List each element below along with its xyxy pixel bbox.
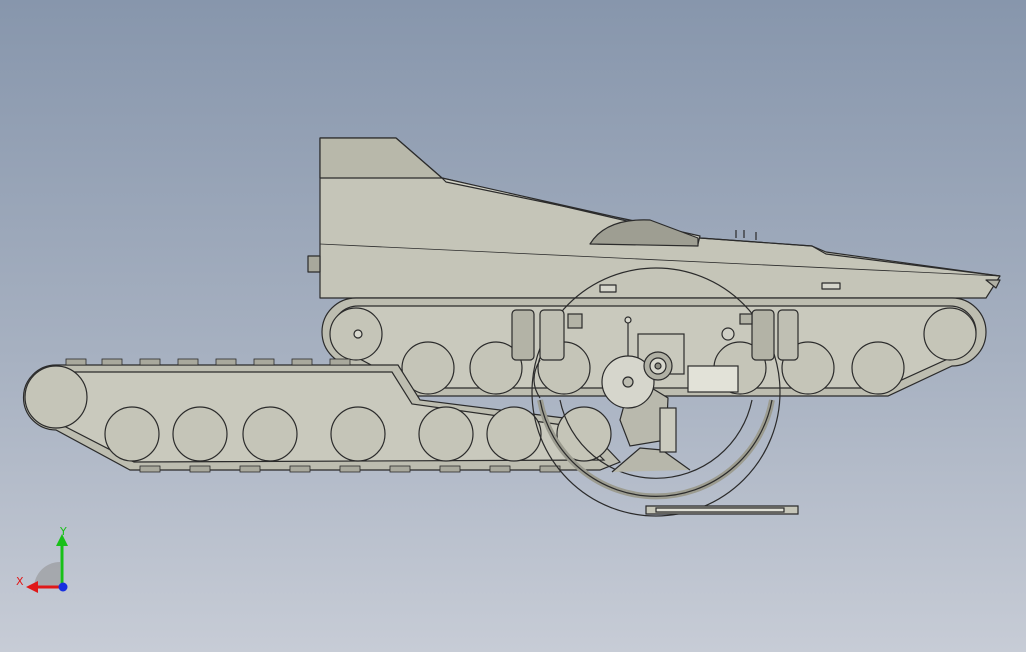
lower-road-wheel <box>486 406 542 462</box>
hull-stub <box>307 255 321 273</box>
hull-front-wedge <box>319 137 443 179</box>
lower-road-wheel <box>172 406 228 462</box>
lower-road-wheel <box>330 406 386 462</box>
triad-icon <box>26 534 68 593</box>
y-axis-label: Y <box>60 525 67 538</box>
hull-sponson-shade <box>589 219 699 247</box>
upper-road-wheel <box>469 341 523 395</box>
x-axis-label: X <box>16 575 24 588</box>
hull-antenna <box>735 230 757 240</box>
loose-plate <box>645 505 799 515</box>
upper-road-wheel <box>401 341 455 395</box>
spring-pack <box>751 309 775 361</box>
hull-rear-plate <box>699 237 1001 277</box>
spring-pack <box>511 309 535 361</box>
suspension-mechanism <box>511 309 799 453</box>
upper-road-wheel <box>851 341 905 395</box>
orientation-triad: Y X <box>14 525 78 600</box>
lower-track <box>22 358 622 473</box>
lower-road-wheel <box>242 406 298 462</box>
upper-idler-hub <box>353 329 363 339</box>
hull-end-hook <box>985 279 1001 289</box>
lower-road-wheel <box>104 406 160 462</box>
lower-road-wheel <box>556 406 612 462</box>
lower-idler-wheel <box>24 365 88 429</box>
hull-vent <box>821 282 841 290</box>
upper-drive-wheel <box>923 307 977 361</box>
lower-track-pads <box>65 358 561 473</box>
hull <box>307 137 1001 299</box>
large-wheel <box>531 267 781 517</box>
hull-port <box>599 284 617 293</box>
lower-road-wheel <box>418 406 474 462</box>
